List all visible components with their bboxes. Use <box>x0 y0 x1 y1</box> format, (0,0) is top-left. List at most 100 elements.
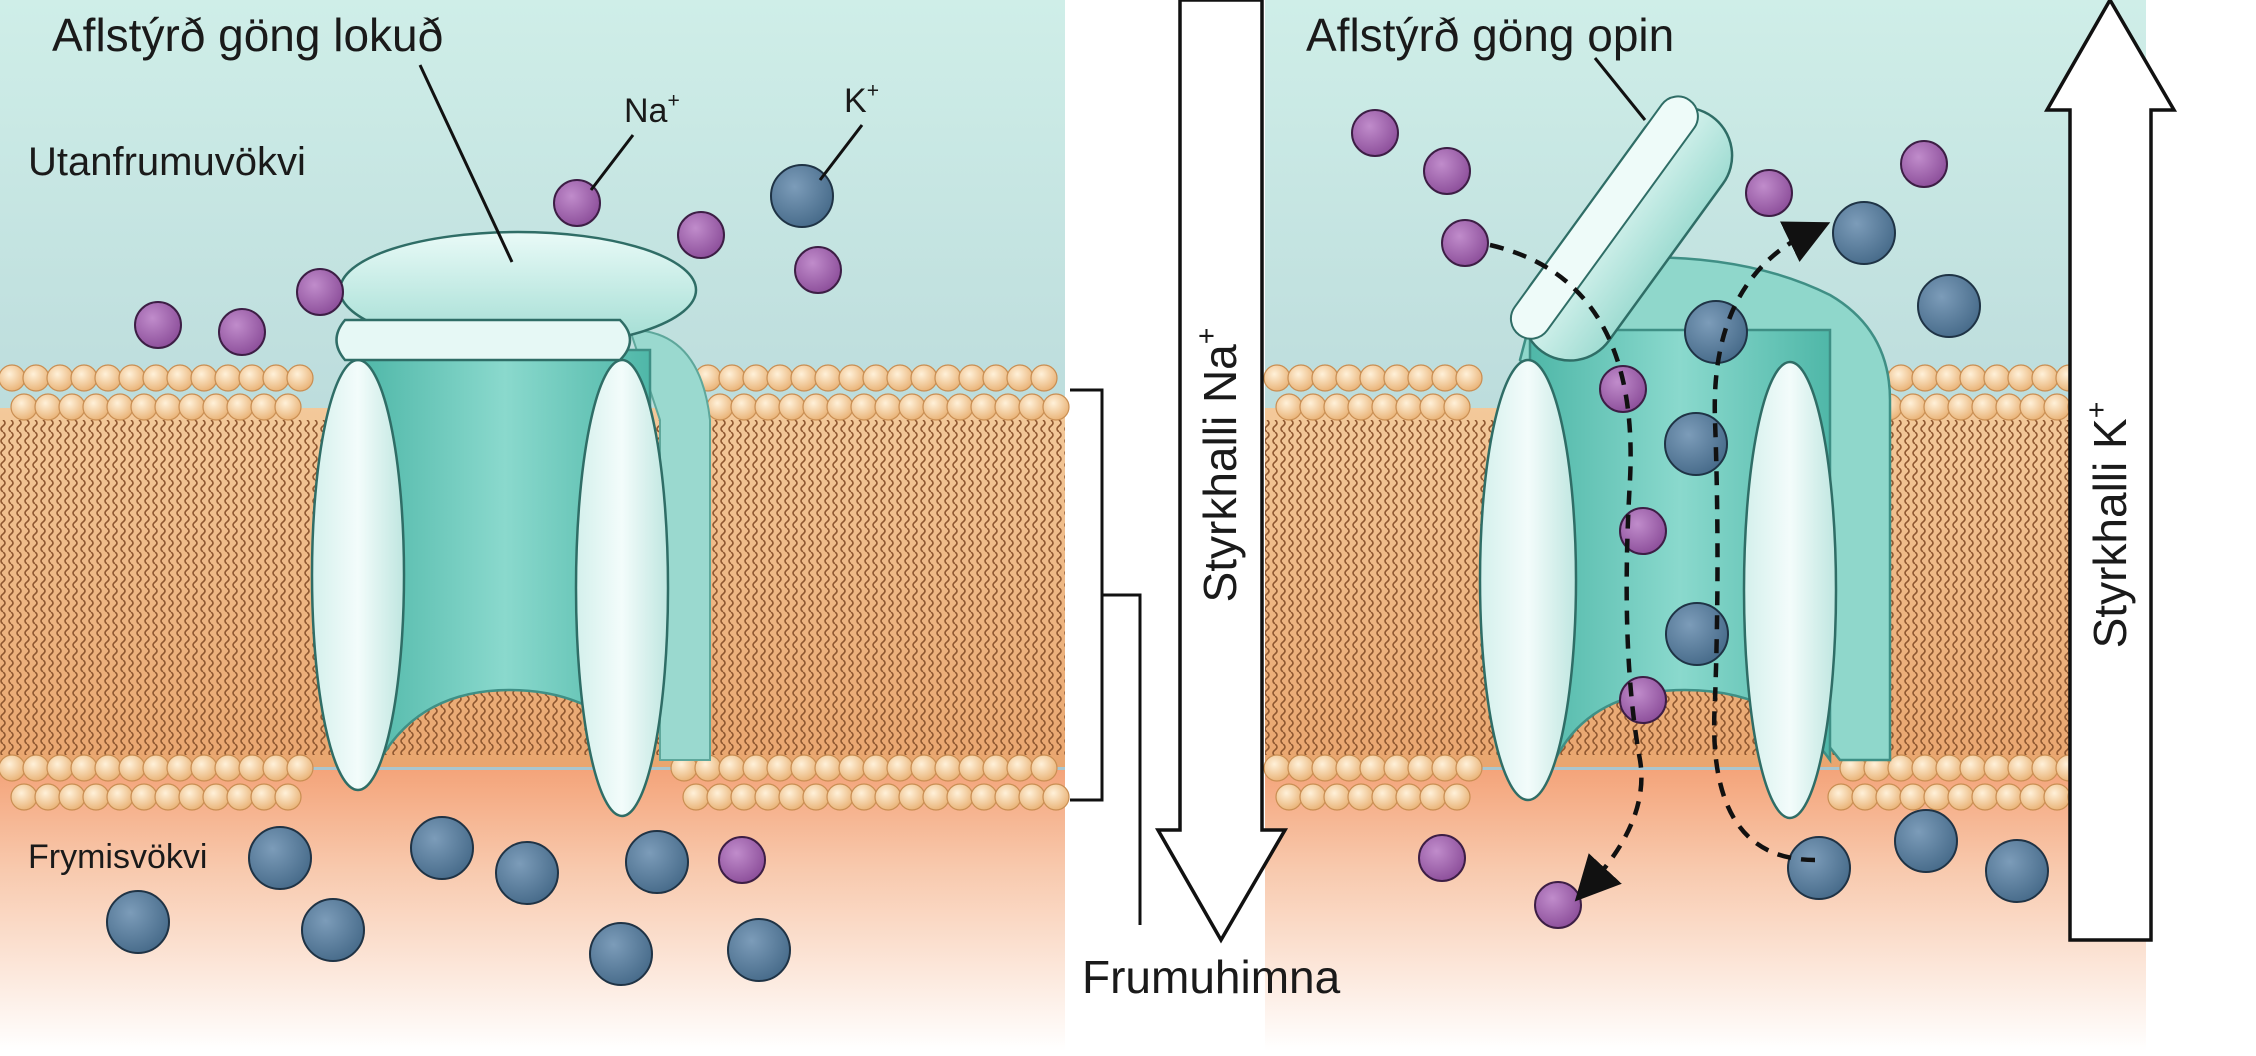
lipid-head <box>1419 783 1447 811</box>
potassium-ion <box>1684 300 1748 364</box>
sodium-influx-path <box>1489 242 1644 902</box>
lipid-head <box>1371 393 1399 421</box>
lipid-head <box>0 754 26 782</box>
lipid-head <box>202 393 230 421</box>
na-label-leader <box>589 134 635 191</box>
lipid-head <box>118 754 146 782</box>
lipid-head <box>1935 364 1963 392</box>
lipid-head <box>2019 393 2047 421</box>
lipid-head <box>790 754 818 782</box>
lipid-head <box>2019 783 2047 811</box>
potassium-ion <box>410 816 474 880</box>
lipid-head <box>934 364 962 392</box>
lipid-head <box>802 783 830 811</box>
sodium-ion <box>677 211 725 259</box>
lipid-head <box>862 754 890 782</box>
lipid-head <box>1935 754 1963 782</box>
lipid-head <box>2031 754 2059 782</box>
closed-channel-right-subunit <box>574 358 670 818</box>
lipid-head <box>250 783 278 811</box>
lipid-head <box>274 783 302 811</box>
lipid-head <box>946 393 974 421</box>
sodium-ion <box>718 836 766 884</box>
potassium-charge: + <box>866 79 879 103</box>
lipid-head <box>922 393 950 421</box>
lipid-head <box>1335 754 1363 782</box>
lipid-head <box>1395 783 1423 811</box>
lipid-head <box>10 393 38 421</box>
lipid-head <box>1042 783 1070 811</box>
lipid-head <box>934 754 962 782</box>
lipid-head <box>1383 754 1411 782</box>
lipid-head <box>22 754 50 782</box>
sodium-ion <box>296 268 344 316</box>
lipid-head <box>802 393 830 421</box>
potassium-ion <box>301 898 365 962</box>
lipid-head <box>94 754 122 782</box>
lipid-head <box>1911 364 1939 392</box>
lipid-head <box>922 783 950 811</box>
lipid-head <box>1030 754 1058 782</box>
lipid-head <box>94 364 122 392</box>
lipid-head <box>166 364 194 392</box>
sodium-ion <box>1900 140 1948 188</box>
lipid-head <box>838 364 866 392</box>
lipid-head <box>70 364 98 392</box>
lipid-head <box>226 783 254 811</box>
open-gate-lid <box>1509 95 1734 362</box>
sodium-ion <box>1423 147 1471 195</box>
potassium-ion <box>495 841 559 905</box>
lipid-head <box>1383 364 1411 392</box>
lipid-head <box>82 783 110 811</box>
extracellular-label: Utanfrumuvökvi <box>28 140 306 184</box>
lipid-head <box>898 393 926 421</box>
lipid-head <box>58 393 86 421</box>
lipid-head <box>1923 393 1951 421</box>
lipid-head <box>742 754 770 782</box>
lipid-head <box>1407 754 1435 782</box>
lipid-head <box>1887 364 1915 392</box>
lipid-head <box>826 393 854 421</box>
lipid-head <box>886 754 914 782</box>
sodium-ion-label: Na+ <box>624 90 680 131</box>
open-title-leader <box>1593 57 1647 121</box>
sodium-ion <box>553 179 601 227</box>
sodium-ion <box>1441 219 1489 267</box>
lipid-head <box>1947 393 1975 421</box>
lipid-head <box>1323 393 1351 421</box>
lipid-head <box>2007 754 2035 782</box>
lipid-head <box>1455 364 1483 392</box>
potassium-ion <box>589 922 653 986</box>
lipid-head <box>1042 393 1070 421</box>
lipid-head <box>958 754 986 782</box>
lipid-head <box>70 754 98 782</box>
lipid-head <box>22 364 50 392</box>
lipid-head <box>778 393 806 421</box>
lipid-head <box>1899 783 1927 811</box>
lipid-head <box>706 783 734 811</box>
potassium-gradient-arrow <box>2043 0 2178 942</box>
lipid-head <box>730 393 758 421</box>
potassium-gradient-text: Styrkhalli K <box>2084 418 2136 649</box>
lipid-head <box>34 393 62 421</box>
potassium-ion <box>1917 274 1981 338</box>
lipid-head <box>1971 783 1999 811</box>
ion-flow-paths <box>1489 221 1831 902</box>
lipid-head <box>154 783 182 811</box>
open-channel-right-subunit <box>1742 360 1838 820</box>
lipid-head <box>262 364 290 392</box>
open-channel-left-subunit <box>1478 358 1578 802</box>
lipid-head <box>1395 393 1423 421</box>
sodium-gradient-label: Styrkhalli Na+ <box>1190 255 1250 675</box>
potassium-ion <box>106 890 170 954</box>
lipid-head <box>130 783 158 811</box>
lipid-head <box>274 393 302 421</box>
lipid-head <box>1875 783 1903 811</box>
lipid-head <box>850 783 878 811</box>
lipid-head <box>46 754 74 782</box>
lipid-head <box>910 364 938 392</box>
lipid-head <box>958 364 986 392</box>
lipid-head <box>1030 364 1058 392</box>
sodium-ion <box>1599 365 1647 413</box>
